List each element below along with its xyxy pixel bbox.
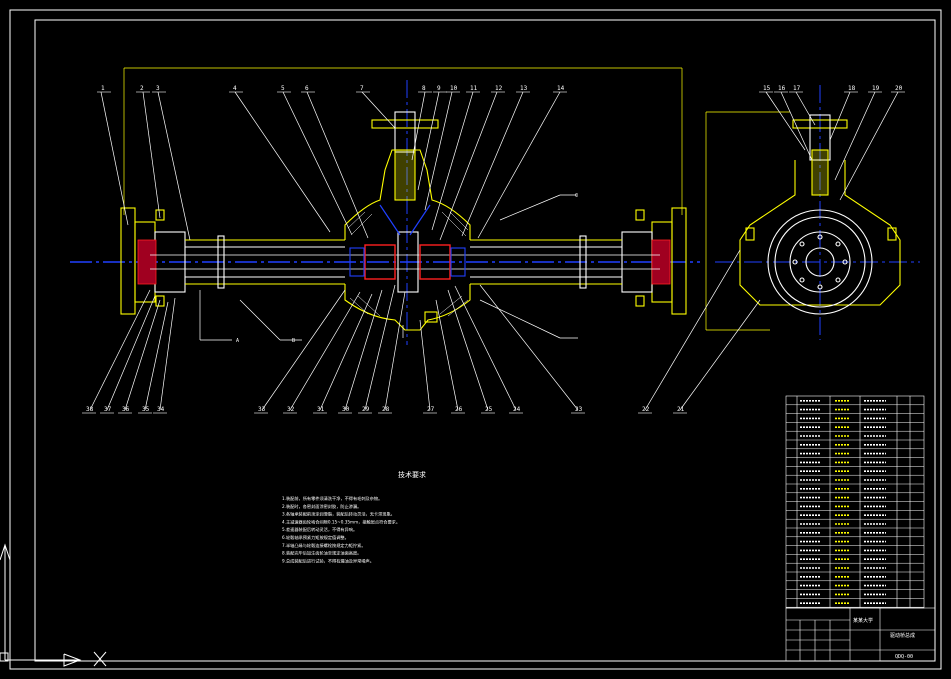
school-name: 某某大学 [853,617,873,624]
callout-number: 7 [360,85,364,92]
callout-number: 18 [848,85,856,92]
technical-notes: 1.装配前，所有零件须清洗干净，不得有毛刺及杂物。2.装配时，各密封面涂密封胶，… [282,495,400,564]
callout-number: 26 [455,406,463,413]
callout-number: 1 [101,85,105,92]
callout-number: 15 [763,85,771,92]
callout-number: 33 [258,406,266,413]
callout-number: 35 [142,406,150,413]
note-line: 3.各轴承装配前须涂润滑脂，装配后转动灵活，无卡滞现象。 [282,511,395,518]
section-mark-a: A [236,338,239,344]
callout-number: 17 [793,85,801,92]
callout-number: 30 [342,406,350,413]
callout-number: 9 [437,85,441,92]
callout-number: 27 [427,406,435,413]
callout-number: 29 [362,406,370,413]
callout-number: 10 [450,85,458,92]
axle-housing-side-view [715,85,920,340]
callout-number: 25 [485,406,493,413]
callout-number: 38 [86,406,94,413]
callout-number: 16 [778,85,786,92]
callout-number: 14 [557,85,565,92]
callout-number: 36 [122,406,130,413]
note-line: 2.装配时，各密封面涂密封胶，防止渗漏。 [282,503,361,510]
callouts-top-right: 15 16 17 18 19 20 [759,85,905,93]
callout-number: 34 [157,406,165,413]
overall-dimension [123,67,790,331]
callout-number: 21 [677,406,685,413]
callout-number: 20 [895,85,903,92]
callout-number: 24 [513,406,521,413]
notes-title: 技术要求 [398,470,426,479]
callout-number: 3 [156,85,160,92]
note-line: 9.总成装配后进行试验，不得有漏油及异常噪声。 [282,557,374,564]
callout-number: 4 [233,85,237,92]
outer-frame [9,9,942,670]
section-mark-b: B [292,338,295,344]
callout-number: 8 [422,85,426,92]
callout-number: 19 [872,85,880,92]
inner-frame [34,19,936,662]
hub-bolt-holes [792,234,848,290]
callout-number: 31 [317,406,325,413]
callouts-bottom: 38 37 36 35 34 33 32 31 30 29 28 27 26 25 24 23 22 21 [82,406,687,414]
drawing-title: 驱动桥总成 [890,632,915,639]
callout-number: 32 [287,406,295,413]
callout-number: 5 [281,85,285,92]
note-line: 5.差速器装配后转动灵活，不得有异响。 [282,526,357,533]
parts-list-rows [786,399,924,608]
title-block [785,607,936,662]
note-line: 8.装配完毕后加注齿轮油至规定油面高度。 [282,550,361,557]
note-line: 4.主减速器齿轮啮合间隙0.15~0.35mm，接触斑点符合要求。 [282,518,400,525]
leader-lines [89,91,899,411]
callout-number: 11 [470,85,478,92]
note-line: 1.装配前，所有零件须清洗干净，不得有毛刺及杂物。 [282,495,382,502]
callout-number: 22 [642,406,650,413]
section-mark-c: C [575,193,578,199]
section-markers [199,194,578,341]
callout-number: 37 [104,406,112,413]
callout-number: 2 [140,85,144,92]
note-line: 6.轮毂轴承预紧力矩按规定值调整。 [282,534,349,541]
callout-number: 13 [520,85,528,92]
callout-number: 12 [495,85,503,92]
callout-number: 28 [382,406,390,413]
drawing-number: QDQ-00 [895,654,913,660]
callout-number: 6 [305,85,309,92]
note-line: 7.半轴凸缘与轮毂连接螺栓按规定力矩拧紧。 [282,542,366,549]
callout-number: 23 [575,406,583,413]
axle-housing-front-view [120,111,687,331]
ucs-icon [0,543,107,667]
